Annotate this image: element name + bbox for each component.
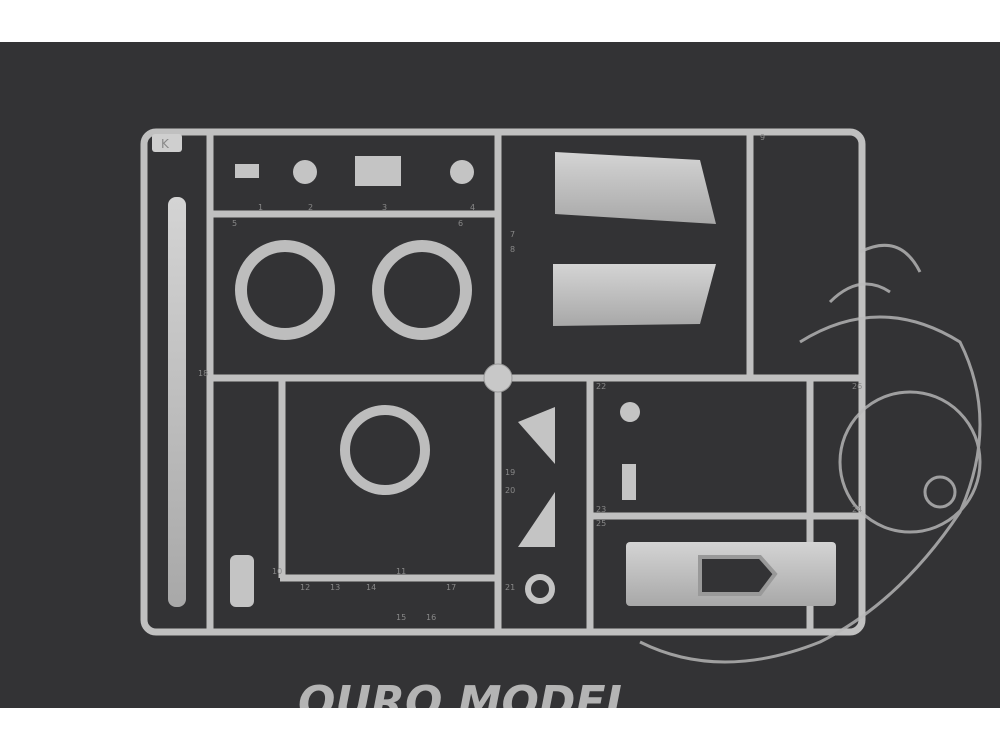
part-number-label: 18 (198, 369, 208, 378)
triangle-part (518, 492, 555, 547)
part-number-label: 5 (232, 219, 237, 228)
part-number-label: 1 (258, 203, 263, 212)
part-number-label: 17 (446, 583, 456, 592)
barrel-part (168, 197, 186, 607)
part-number-label: 12 (300, 583, 310, 592)
part-number-label: 9 (760, 133, 765, 142)
part-number-label: 23 (596, 505, 606, 514)
part-number-label: 8 (510, 245, 515, 254)
part-number-label: 19 (505, 468, 515, 477)
part-number-label: 4 (470, 203, 475, 212)
part-number-label: 10 (272, 567, 282, 576)
part-number-label: 3 (382, 203, 387, 212)
part-number-label: 13 (330, 583, 340, 592)
triangle-part (518, 407, 555, 464)
small-parts (230, 156, 640, 607)
sprue-letter: K (161, 137, 170, 151)
part-number-label: 22 (596, 382, 606, 391)
part-number-label: 15 (396, 613, 406, 622)
part-number-label: 25 (596, 519, 606, 528)
part-number-label: 11 (396, 567, 406, 576)
hub-part (483, 363, 513, 393)
watermark-logo: OURO MODEL (298, 677, 634, 708)
part-number-label: 24 (852, 505, 862, 514)
ring-parts (235, 240, 472, 495)
sprue-letter-tag: K (152, 134, 182, 152)
part-number-label: 6 (458, 219, 463, 228)
part-number-label: 7 (510, 230, 515, 239)
part-number-label: 2 (308, 203, 313, 212)
part-number-label: 26 (852, 382, 862, 391)
watermark-dragon-logo (639, 243, 982, 664)
fender-part (555, 152, 716, 224)
part-number-label: 16 (426, 613, 436, 622)
fender-part (553, 264, 716, 326)
part-number-label: 20 (505, 486, 515, 495)
part-number-label: 21 (505, 583, 515, 592)
part-number-label: 14 (366, 583, 376, 592)
